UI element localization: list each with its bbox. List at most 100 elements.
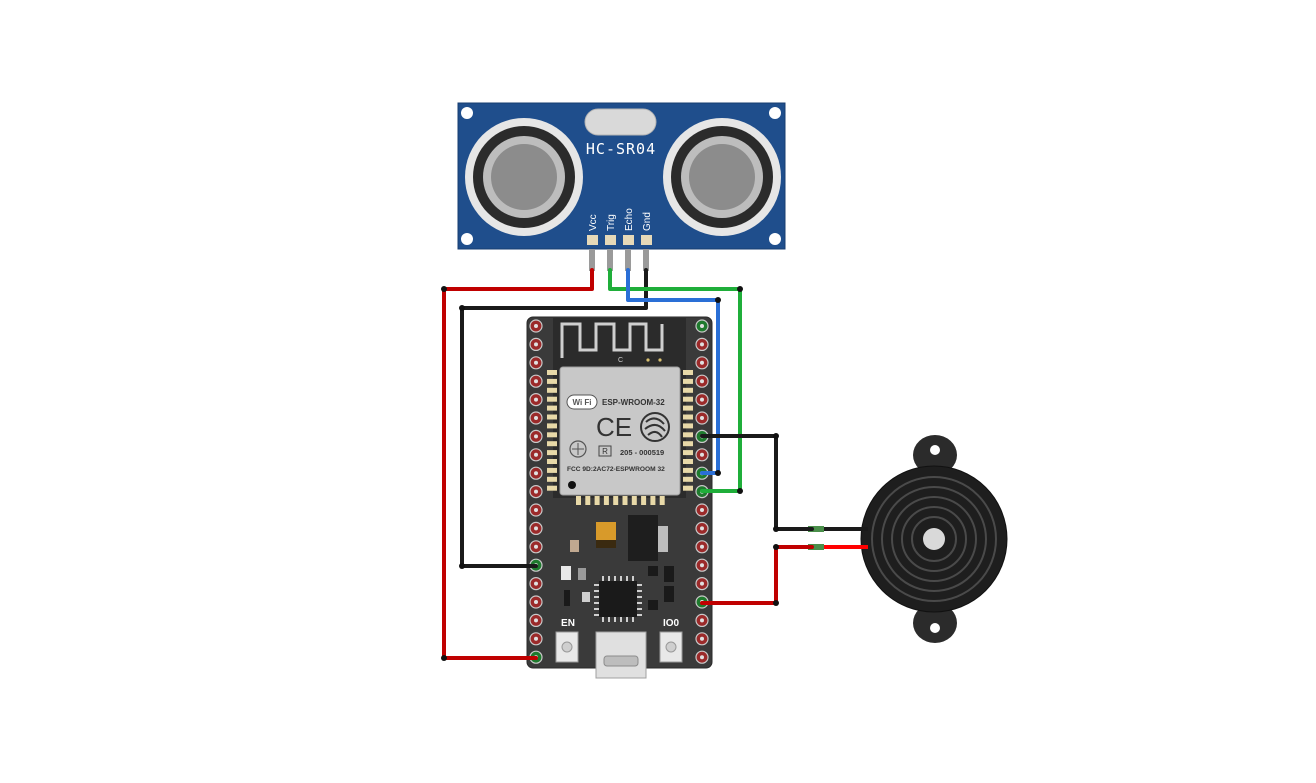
module-pad	[683, 370, 693, 375]
en-button[interactable]	[555, 631, 579, 663]
micro-usb-port-icon[interactable]	[595, 631, 647, 679]
header-pin-hole	[700, 563, 704, 568]
module-pad	[547, 432, 557, 438]
wire-joint	[773, 526, 779, 532]
antenna-dot	[658, 358, 662, 362]
module-pad	[576, 496, 581, 505]
mount-hole-icon	[461, 107, 473, 119]
usb-uart-chip	[599, 581, 637, 617]
wifi-logo-icon	[566, 394, 598, 410]
io0-button[interactable]	[659, 631, 683, 663]
buzzer-mount-hole-icon	[930, 623, 940, 633]
header-pin-hole	[700, 342, 704, 347]
chip-leg	[626, 576, 628, 581]
chip-leg	[637, 584, 642, 586]
module-pad	[650, 496, 656, 505]
wire-joint	[459, 305, 465, 311]
chip-leg	[632, 576, 634, 581]
wire-joint	[441, 286, 447, 292]
header-pin-hole	[700, 544, 704, 549]
header-pin-hole	[534, 324, 538, 328]
chip-leg	[614, 617, 616, 622]
wire-buzzer-signal[interactable]	[700, 545, 814, 605]
pin-pad-echo[interactable]	[623, 235, 634, 245]
chip-leg	[602, 576, 604, 581]
header-pin-hole	[700, 324, 704, 328]
wire-joint	[737, 286, 743, 292]
fcc-logo-icon	[569, 440, 587, 458]
smd-component	[570, 540, 579, 552]
smd-component	[582, 592, 590, 602]
wire-joint	[773, 544, 779, 550]
buzzer-center	[923, 528, 945, 550]
header-pin-hole	[534, 360, 538, 365]
module-pad	[547, 459, 557, 464]
pin-pad-vcc[interactable]	[587, 235, 598, 245]
chip-leg	[608, 617, 610, 622]
button-en-label: EN	[561, 618, 575, 629]
chip-leg	[637, 602, 642, 604]
mount-hole-icon	[769, 233, 781, 245]
wire-joint	[773, 600, 779, 606]
module-pad	[683, 414, 693, 420]
smd-component	[664, 566, 674, 582]
chip-leg	[602, 617, 604, 622]
header-pin-hole	[700, 526, 704, 531]
wire-joints	[441, 286, 779, 661]
header-pin-hole	[700, 508, 704, 512]
pin-pad-trig[interactable]	[605, 235, 616, 245]
hc-sr04-sensor: HC-SR04 Vcc Trig Echo Gnd	[457, 102, 786, 271]
header-pin-hole	[700, 416, 704, 420]
header-pin-hole	[534, 416, 538, 420]
module-pad	[683, 396, 693, 402]
tantalum-capacitor-band	[596, 540, 616, 548]
pin-label-echo: Echo	[624, 208, 635, 231]
header-pin-hole	[534, 342, 538, 347]
header-pin-hole	[700, 636, 704, 641]
wire-buzzer-gnd[interactable]	[700, 434, 814, 531]
transducer-right-icon	[663, 118, 781, 236]
module-pad	[547, 467, 557, 473]
chip-leg	[637, 596, 642, 598]
buzzer-lead-tip	[808, 544, 824, 550]
module-pad	[683, 467, 693, 473]
header-pin-hole	[534, 452, 538, 457]
header-pin-hole	[534, 379, 538, 384]
header-pin-hole	[534, 544, 538, 549]
header-pin-hole	[700, 618, 704, 623]
pin1-dot	[568, 481, 576, 489]
pin-label-vcc: Vcc	[588, 214, 599, 231]
smd-component	[648, 600, 658, 610]
module-bottom-pads	[576, 496, 665, 505]
header-pin-hole	[534, 526, 538, 531]
module-pad	[631, 496, 637, 505]
buzzer-ring	[881, 486, 987, 592]
chip-leg	[632, 617, 634, 622]
chip-leg	[614, 576, 616, 581]
header-pin-hole	[700, 379, 704, 384]
chip-leg	[594, 608, 599, 610]
wire-joint	[715, 297, 721, 303]
chip-leg	[594, 584, 599, 586]
module-pad	[547, 423, 557, 429]
pin-leg-echo	[625, 249, 631, 271]
mount-hole-icon	[461, 233, 473, 245]
ce-mark: CE	[596, 412, 632, 442]
module-pad	[683, 387, 693, 393]
wire-joint	[441, 655, 447, 661]
button-io0-label: IO0	[663, 618, 680, 629]
module-pad	[594, 496, 600, 505]
header-pin-hole	[534, 581, 538, 586]
header-pin-hole	[700, 581, 704, 586]
module-pad	[547, 396, 557, 402]
buzzer-ring	[891, 496, 977, 582]
pin-pad-gnd[interactable]	[641, 235, 652, 245]
module-pad	[683, 485, 693, 491]
antenna-dot	[646, 358, 650, 362]
antenna-label: C	[618, 357, 623, 364]
chip-leg	[594, 614, 599, 616]
header-pin-hole	[534, 508, 538, 512]
pin-leg-vcc	[589, 249, 595, 271]
header-pin-hole	[534, 471, 538, 476]
module-pad	[547, 485, 557, 491]
